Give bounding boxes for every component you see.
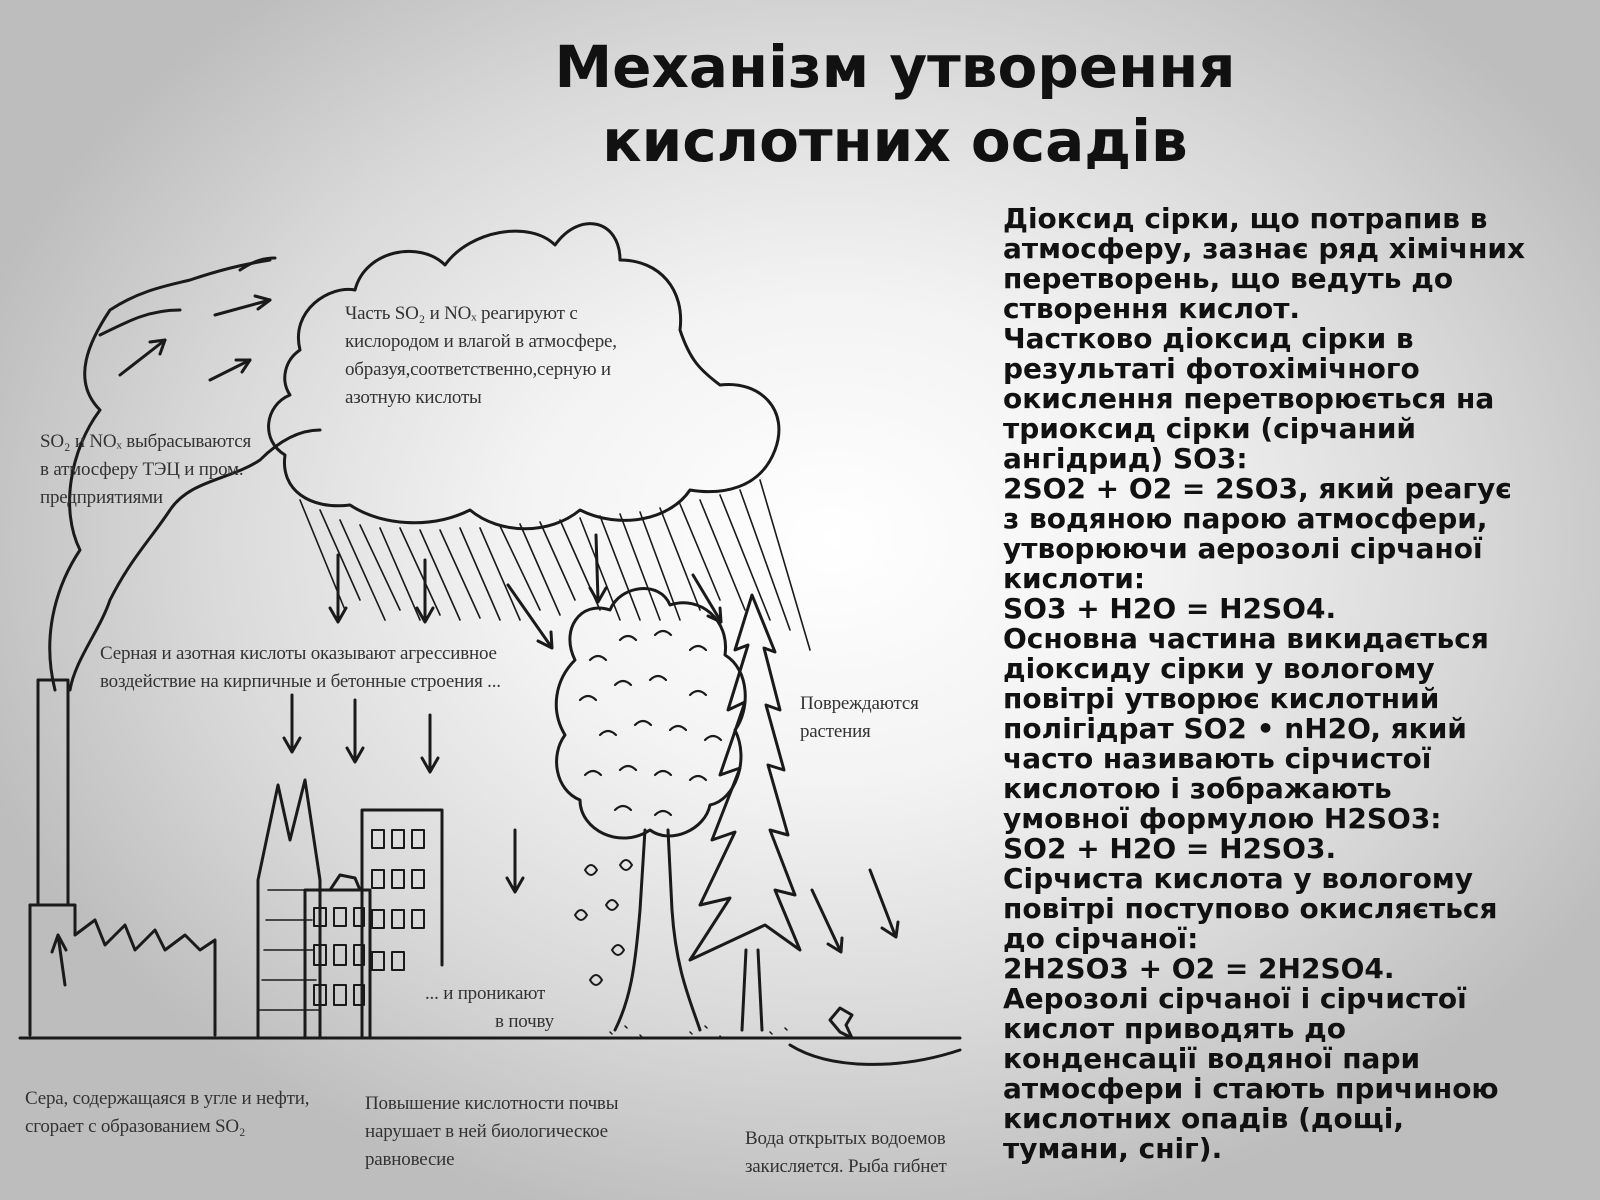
caption-line: в атмосферу ТЭЦ и пром.: [40, 459, 244, 480]
chimney: [36, 678, 70, 907]
tall-building: [360, 808, 444, 1040]
explanation-line: тумани, сніг).: [1003, 1132, 1223, 1165]
acid-arrows: [282, 533, 900, 954]
factory: [28, 903, 217, 1037]
explanation-line: повітрі поступово окисляється: [1003, 892, 1498, 925]
explanation-line: полігідрат SO2 • nH2O, який: [1003, 712, 1467, 745]
caption-line: растения: [800, 721, 871, 742]
explanation-line: результаті фотохімічного: [1003, 352, 1420, 385]
caption-line: воздействие на кирпичные и бетонные стро…: [100, 671, 501, 692]
caption-fuel: Сера, содержащаяся в угле и нефти, сгора…: [25, 1085, 309, 1141]
explanation-line: до сірчаної:: [1003, 922, 1199, 955]
explanation-line: створення кислот.: [1003, 292, 1301, 325]
caption-line: кислородом и влагой в атмосфере,: [345, 331, 617, 352]
smoke-plume: [48, 258, 272, 692]
small-house: [303, 888, 372, 1040]
caption-line: Повреждаются: [800, 693, 919, 714]
acid-rain-illustration: [18, 222, 962, 1066]
explanation-line: повітрі утворює кислотний: [1003, 682, 1440, 715]
rain-hatching: [299, 479, 811, 651]
caption-line: Вода открытых водоемов: [745, 1128, 946, 1149]
explanation-line: атмосферу, зазнає ряд хімічних: [1003, 232, 1526, 265]
explanation-text: Діоксид сірки, що потрапив в атмосферу, …: [1003, 204, 1593, 1164]
explanation-line: Частково діоксид сірки в: [1003, 322, 1414, 355]
fish-icon: [828, 1006, 854, 1040]
conifer-tree: [688, 593, 802, 962]
explanation-line: кислотою і зображають: [1003, 772, 1392, 805]
caption-water: Вода открытых водоемов закисляется. Рыба…: [745, 1125, 947, 1181]
explanation-line: Аерозолі сірчаної і сірчистої: [1003, 982, 1467, 1015]
explanation-line: кислотних опадів (дощі,: [1003, 1102, 1404, 1135]
caption-emission: SO₂ и NOₓ выбрасываются в атмосферу ТЭЦ …: [40, 428, 251, 512]
caption-cloud-reaction: Часть SO₂ и NOₓ реагируют с кислородом и…: [345, 300, 617, 412]
caption-line: Серная и азотная кислоты оказывают агрес…: [100, 643, 497, 664]
caption-plants: Повреждаются растения: [800, 690, 919, 746]
explanation-line: кислот приводять до: [1003, 1012, 1347, 1045]
church-spires: [256, 778, 322, 1040]
explanation-line: 2H2SO3 + O2 = 2H2SO4.: [1003, 952, 1395, 985]
caption-line: ... и проникают: [425, 983, 546, 1004]
explanation-line: SO3 + H2O = H2SO4.: [1003, 592, 1337, 625]
explanation-line: кислоти:: [1003, 562, 1146, 595]
caption-soil: ... и проникают в почву: [425, 980, 554, 1036]
explanation-line: конденсації водяної пари: [1003, 1042, 1421, 1075]
explanation-line: перетворень, що ведуть до: [1003, 262, 1454, 295]
explanation-line: утворюючи аерозолі сірчаної: [1003, 532, 1483, 565]
pond: [788, 1043, 962, 1066]
caption-line: Повышение кислотности почвы: [365, 1093, 619, 1114]
caption-buildings: Серная и азотная кислоты оказывают агрес…: [100, 640, 501, 696]
caption-line: нарушает в ней биологическое: [365, 1121, 608, 1142]
explanation-line: часто називають сірчистої: [1003, 742, 1432, 775]
caption-line: Сера, содержащаяся в угле и нефти,: [25, 1088, 310, 1109]
cloud-outline: [267, 222, 781, 531]
caption-line: предприятиями: [40, 487, 163, 508]
explanation-line: атмосфери і стають причиною: [1003, 1072, 1499, 1105]
explanation-line: Діоксид сірки, що потрапив в: [1003, 202, 1488, 235]
caption-soil-acidity: Повышение кислотности почвы нарушает в н…: [365, 1090, 618, 1174]
title-line-2: кислотних осадів: [602, 107, 1188, 175]
caption-line: SO₂ и NOₓ выбрасываются: [40, 431, 252, 452]
caption-line: равновесие: [365, 1149, 455, 1170]
explanation-line: діоксиду сірки у вологому: [1003, 652, 1435, 685]
caption-line: в почву: [495, 1011, 554, 1032]
caption-line: сгорает с образованием SO₂: [25, 1116, 246, 1137]
explanation-line: ангідрид) SO3:: [1003, 442, 1248, 475]
explanation-line: Основна частина викидається: [1003, 622, 1489, 655]
title-line-1: Механізм утворення: [554, 33, 1236, 101]
explanation-line: триоксид сірки (сірчаний: [1003, 412, 1417, 445]
explanation-line: умовної формулою H2SO3:: [1003, 802, 1442, 835]
caption-line: Часть SO₂ и NOₓ реагируют с: [345, 303, 578, 324]
explanation-line: SO2 + H2O = H2SO3.: [1003, 832, 1337, 865]
explanation-line: 2SO2 + O2 = 2SO3, який реагує: [1003, 472, 1512, 505]
explanation-line: окислення перетворюється на: [1003, 382, 1495, 415]
caption-line: азотную кислоты: [345, 387, 482, 408]
explanation-line: з водяною парою атмосфери,: [1003, 502, 1488, 535]
caption-line: закисляется. Рыба гибнет: [745, 1156, 947, 1177]
deciduous-tree: [554, 587, 747, 840]
caption-line: образуя,соответственно,серную и: [345, 359, 611, 380]
slide-title: Механізм утворення кислотних осадів: [470, 30, 1320, 178]
explanation-line: Сірчиста кислота у вологому: [1003, 862, 1474, 895]
